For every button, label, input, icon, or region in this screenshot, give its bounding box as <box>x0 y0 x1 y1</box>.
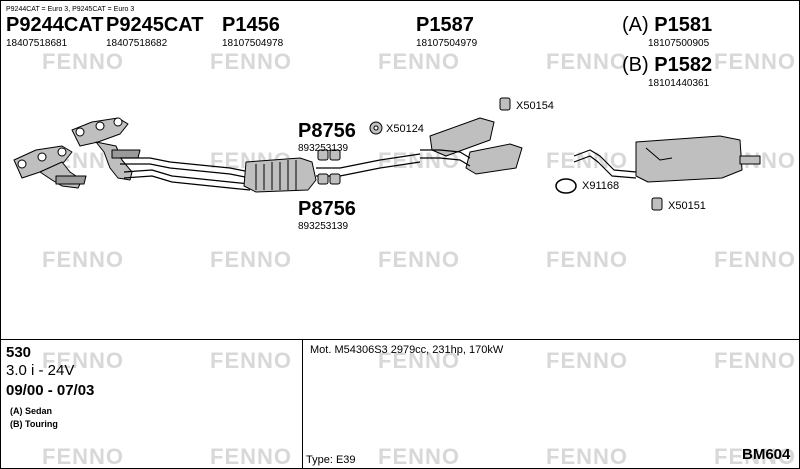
part-number-p9245cat[interactable]: P9245CAT <box>106 14 204 36</box>
watermark: FENNO <box>210 348 292 373</box>
manifold-catalyst-upper <box>71 117 141 181</box>
part-number-p8756-top[interactable]: P8756 <box>298 120 356 142</box>
front-pipe-p1456 <box>120 157 251 191</box>
vehicle-type: Type: E39 <box>306 454 356 466</box>
part-number-p1581: P1581 <box>654 14 713 36</box>
oem-number-p9244cat: 18407518681 <box>6 38 68 49</box>
watermark: FENNO <box>378 444 460 469</box>
oem-number-p1587: 18107504979 <box>416 38 478 49</box>
info-divider <box>302 339 303 469</box>
variant-prefix-b: (B) <box>622 54 649 76</box>
rear-silencer-p1581-p1582 <box>635 135 761 183</box>
fitting-x50124[interactable]: X50124 <box>386 123 424 135</box>
vehicle-engine: 3.0 i - 24V <box>6 362 75 379</box>
vehicle-model: 530 <box>6 344 32 361</box>
fitting-x50154[interactable]: X50154 <box>516 100 554 112</box>
variant-touring: (B) Touring <box>10 419 58 429</box>
oem-number-p1582: 18101440361 <box>648 78 710 89</box>
vehicle-info-area: FENNO FENNO FENNO FENNO FENNO FENNO FENN… <box>0 339 800 469</box>
hanger-x50124 <box>369 121 383 135</box>
part-number-p1582: P1582 <box>654 54 713 76</box>
fitting-x50151[interactable]: X50151 <box>668 200 706 212</box>
hanger-x50151 <box>651 197 663 211</box>
part-number-p1587[interactable]: P1587 <box>416 14 474 36</box>
diagram-code: BM604 <box>742 446 791 463</box>
watermark: FENNO <box>546 348 628 373</box>
part-number-p8756-bottom[interactable]: P8756 <box>298 198 356 220</box>
oem-number-p9245cat: 18407518682 <box>106 38 168 49</box>
variant-sedan: (A) Sedan <box>10 406 53 416</box>
euro-note: P9244CAT = Euro 3, P9245CAT = Euro 3 <box>6 6 135 13</box>
watermark: FENNO <box>714 348 796 373</box>
engine-description: Mot. M54306S3 2979cc, 231hp, 170kW <box>310 344 504 356</box>
fitting-x91168[interactable]: X91168 <box>582 180 620 192</box>
vehicle-years: 09/00 - 07/03 <box>6 382 95 399</box>
rear-pipe <box>573 149 637 179</box>
part-number-p1456[interactable]: P1456 <box>222 14 280 36</box>
variant-prefix-a: (A) <box>622 14 649 36</box>
hanger-x50154 <box>499 97 511 111</box>
rear-twin-boxes <box>420 117 523 175</box>
watermark: FENNO <box>42 444 124 469</box>
oem-number-p8756-top: 893253139 <box>298 143 349 154</box>
clamp-p8756-bottom <box>317 173 341 185</box>
oem-number-p1581: 18107500905 <box>648 38 710 49</box>
oem-number-p8756-bottom: 893253139 <box>298 221 349 232</box>
clamp-p8756-top <box>317 149 341 161</box>
manifold-catalyst-lower <box>13 145 87 189</box>
exhaust-diagram-area: FENNO FENNO FENNO FENNO FENNO FENNO FENN… <box>6 6 795 272</box>
watermark: FENNO <box>210 444 292 469</box>
exhaust-system-drawing <box>13 97 761 211</box>
oem-number-p1456: 18107504978 <box>222 38 284 49</box>
part-label-p1582[interactable]: (B) P1582 <box>622 54 712 77</box>
watermark: FENNO <box>546 444 628 469</box>
part-number-p9244cat[interactable]: P9244CAT <box>6 14 104 36</box>
clamp-x91168 <box>555 178 577 194</box>
part-label-p1581[interactable]: (A) P1581 <box>622 14 712 37</box>
